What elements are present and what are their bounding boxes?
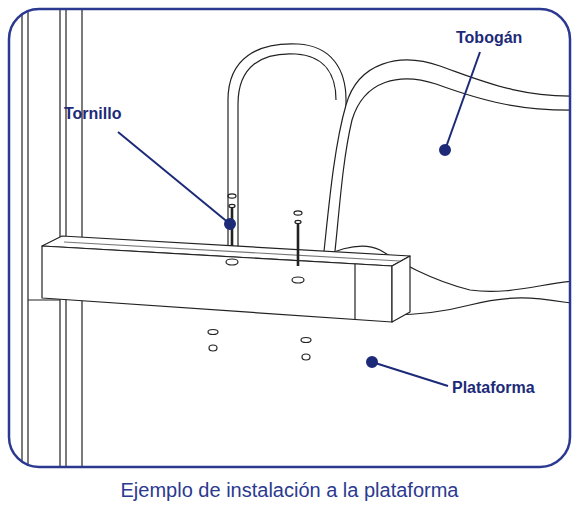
caption: Ejemplo de instalación a la plataforma	[0, 478, 579, 502]
screw	[226, 194, 304, 283]
nut-washer	[208, 330, 311, 361]
slide-inner-wall	[238, 54, 336, 258]
part-label: Plataforma	[452, 378, 535, 397]
part-label: Tobogán	[456, 28, 522, 47]
platform-beam	[42, 236, 410, 322]
part-label: Tornillo	[64, 104, 121, 123]
frame-border	[9, 9, 570, 467]
leader-line	[118, 52, 480, 386]
